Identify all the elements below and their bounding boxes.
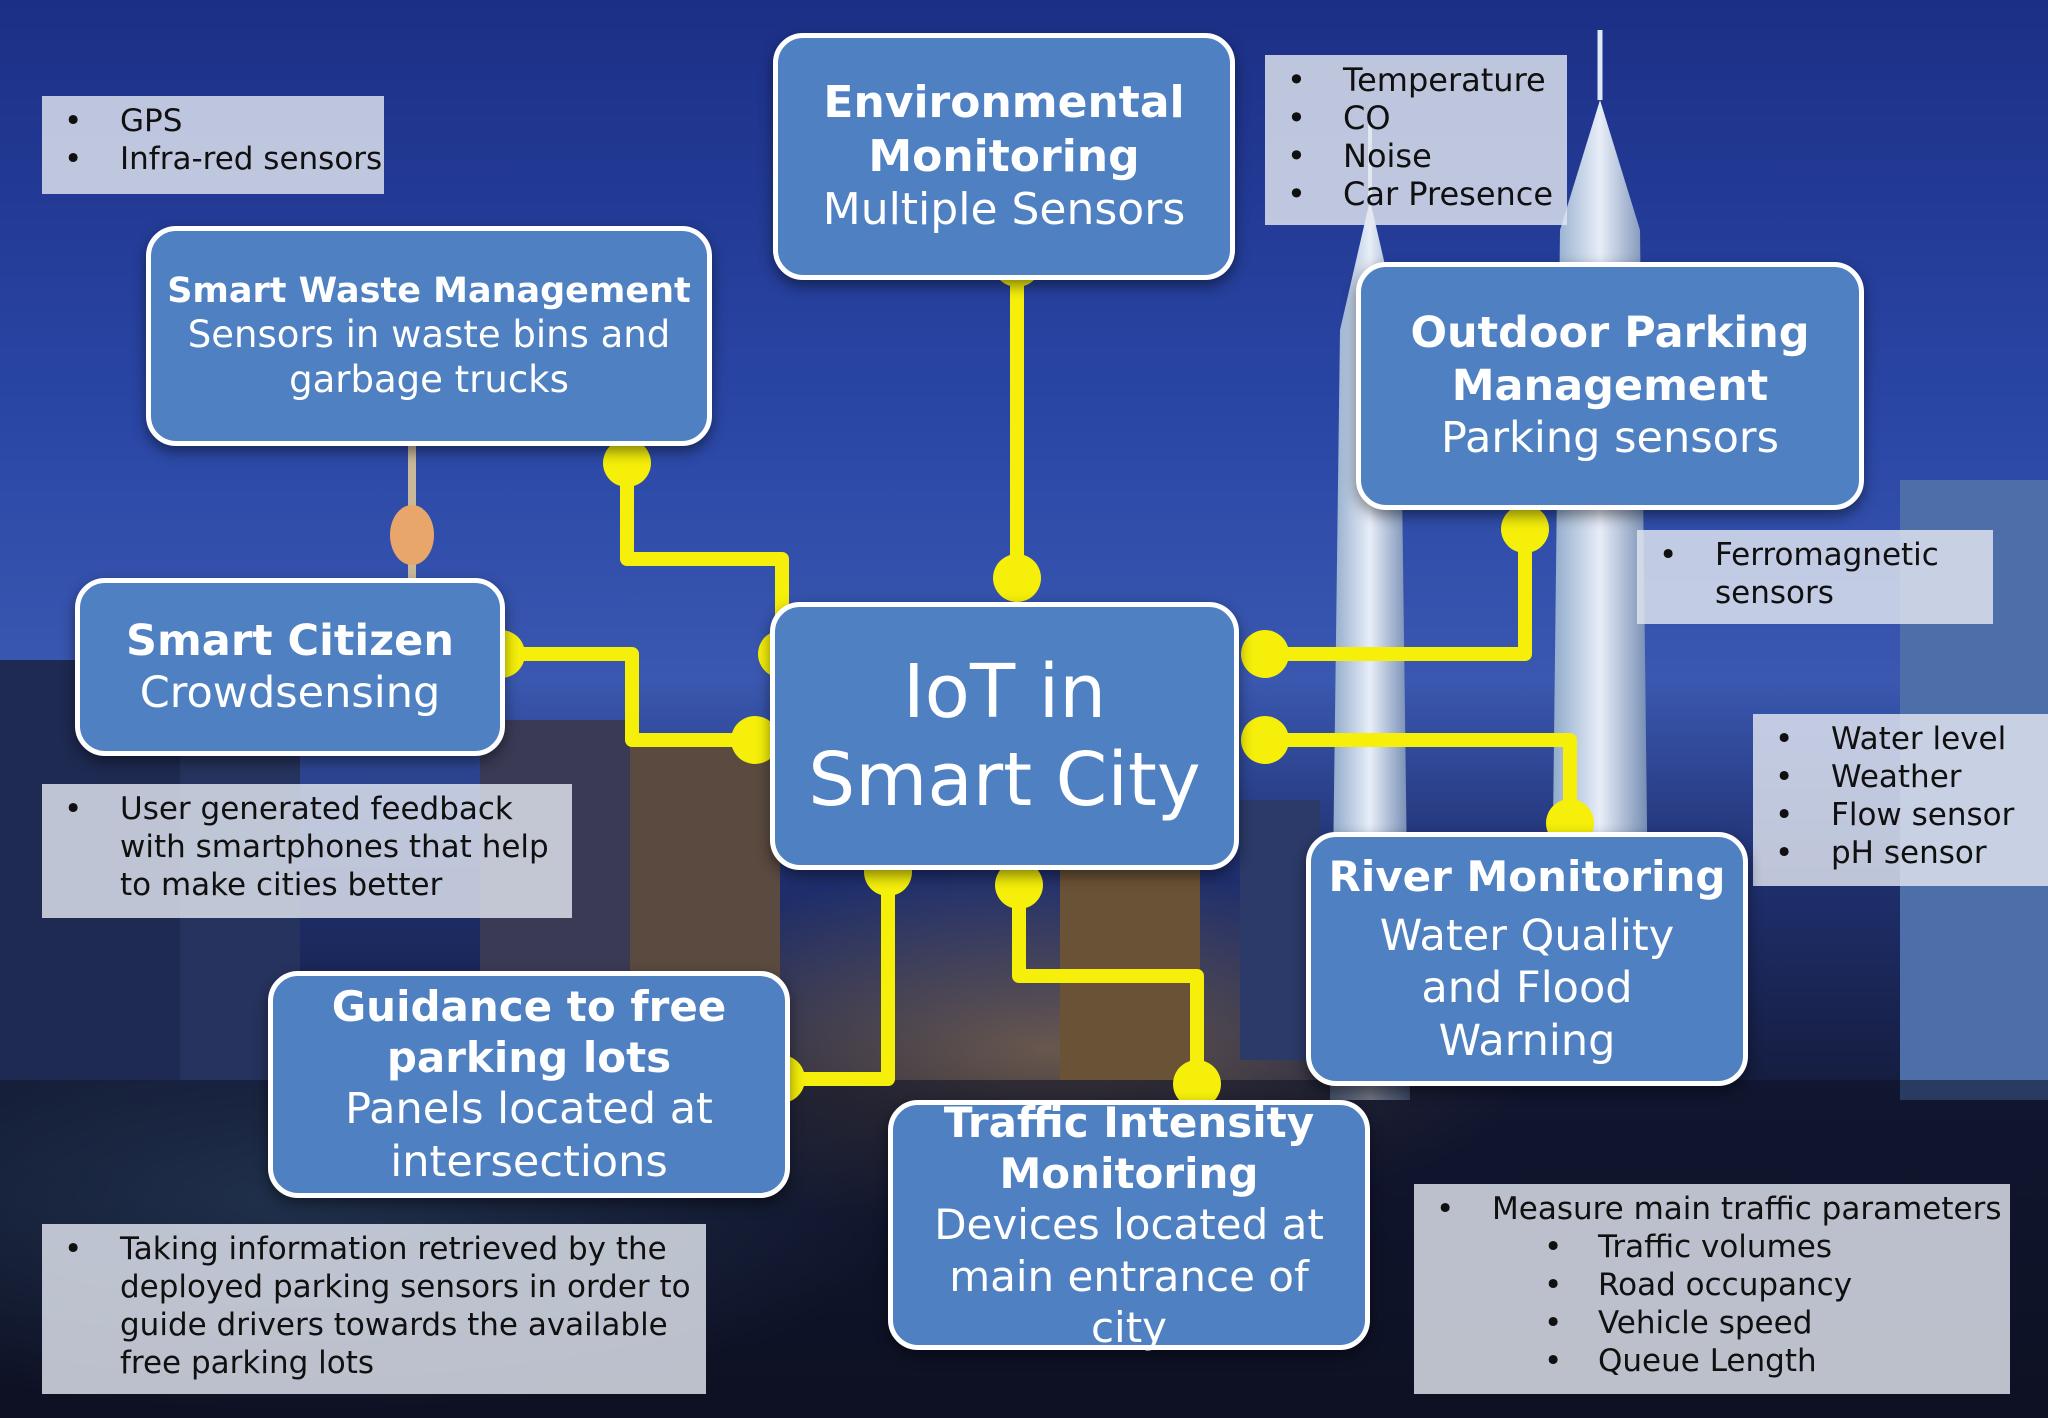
note-line: User generated feedback [120,791,513,827]
note-item: Ferromagnetic sensors [1651,536,1979,612]
connector-dot [603,439,651,487]
node-subtitle-line: Panels located at [345,1084,713,1134]
node-title: Environmental Monitoring [823,76,1184,183]
connector-citizen [501,654,755,740]
node-subtitle-line: Sensors in waste bins and [188,313,670,356]
node-subtitle-line: Water Quality [1380,911,1674,961]
node-subtitle-line: city [1091,1303,1167,1352]
node-subtitle-line: garbage trucks [289,358,569,401]
note-line: with smartphones that help [120,829,549,865]
node-subtitle-line: Warning [1439,1016,1616,1066]
node-subtitle: Sensors in waste bins and garbage trucks [188,312,670,402]
node-title-line: Environmental [823,77,1184,128]
note-subitem: Road occupancy [1428,1266,1996,1304]
node-environmental-monitoring: Environmental Monitoring Multiple Sensor… [773,33,1235,280]
note-item: Temperature [1279,61,1553,99]
node-title-line: parking lots [387,1033,671,1082]
node-subtitle: Multiple Sensors [823,183,1186,237]
node-subtitle-line: Devices located at [934,1200,1324,1249]
note-gps: GPS Infra-red sensors [42,96,384,194]
note-item: Measure main traffic parameters [1428,1190,1996,1228]
note-item: Taking information retrieved by the depl… [56,1230,692,1382]
connector-traffic [1019,885,1197,1084]
note-item: GPS [56,102,370,140]
node-title: Guidance to free parking lots [332,981,727,1083]
connector-dot [993,554,1041,602]
node-title: Smart Citizen [126,615,454,667]
node-smart-citizen: Smart Citizen Crowdsensing [75,578,505,756]
note-line: free parking lots [120,1345,374,1381]
center-title: IoT in Smart City [808,648,1200,824]
note-river-sensors: Water level Weather Flow sensor pH senso… [1753,714,2048,886]
note-subitem: Vehicle speed [1428,1304,1996,1342]
note-item: Water level [1767,720,2034,758]
connector-dot [1501,505,1549,553]
node-title-line: Management [1452,361,1769,411]
note-item: User generated feedback with smartphones… [56,790,558,904]
note-line: to make cities better [120,867,442,903]
note-citizen-feedback: User generated feedback with smartphones… [42,784,572,918]
note-subitem: Traffic volumes [1428,1228,1996,1266]
node-subtitle: Panels located at intersections [345,1083,713,1188]
connector-dot [1241,630,1289,678]
note-traffic-parameters: Measure main traffic parameters Traffic … [1414,1184,2010,1394]
node-subtitle: Crowdsensing [140,667,441,719]
node-title: Outdoor Parking Management [1410,307,1809,412]
node-title-line: Guidance to free [332,982,727,1031]
note-line: Ferromagnetic [1715,537,1939,573]
node-title: Smart Waste Management [167,270,691,313]
node-title-line: Monitoring [1000,1149,1259,1198]
node-title: River Monitoring [1329,851,1726,902]
node-subtitle: Parking sensors [1441,412,1779,464]
node-title-line: Monitoring [868,131,1139,182]
note-subitem: Queue Length [1428,1342,1996,1380]
node-title: Traffic Intensity Monitoring [944,1097,1314,1199]
note-item: Weather [1767,758,2034,796]
node-title-line: Outdoor Parking [1410,308,1809,358]
note-item: Flow sensor [1767,796,2034,834]
node-subtitle-line: main entrance of [949,1252,1309,1301]
note-line: guide drivers towards the available [120,1307,668,1343]
note-line: sensors [1715,575,1834,611]
node-subtitle-line: intersections [390,1137,667,1187]
note-item: Infra-red sensors [56,140,370,178]
note-item: Car Presence [1279,175,1553,213]
note-line: deployed parking sensors in order to [120,1269,691,1305]
note-environment-sensors: Temperature CO Noise Car Presence [1265,55,1567,225]
node-subtitle: Devices located at main entrance of city [934,1199,1324,1353]
note-item: Noise [1279,137,1553,175]
connector-river [1265,740,1570,823]
node-guidance-free-parking: Guidance to free parking lots Panels loc… [268,971,790,1198]
note-item: CO [1279,99,1553,137]
node-traffic-intensity-monitoring: Traffic Intensity Monitoring Devices loc… [888,1100,1370,1350]
center-title-line: IoT in [903,649,1106,735]
connector-outdoor-parking [1265,529,1525,654]
node-subtitle: Water Quality and Flood Warning [1380,910,1674,1067]
node-iot-smart-city: IoT in Smart City [770,602,1239,870]
node-title-line: Traffic Intensity [944,1098,1314,1147]
connector-dot [1241,716,1289,764]
note-ferromagnetic: Ferromagnetic sensors [1637,530,1993,624]
node-outdoor-parking-management: Outdoor Parking Management Parking senso… [1356,262,1864,510]
center-title-line: Smart City [808,737,1200,823]
note-line: Taking information retrieved by the [120,1231,667,1267]
node-subtitle-line: and Flood [1421,963,1632,1013]
note-guidance-description: Taking information retrieved by the depl… [42,1224,706,1394]
note-item: pH sensor [1767,834,2034,872]
node-river-monitoring: River Monitoring Water Quality and Flood… [1306,832,1748,1086]
connector-waste [627,463,782,654]
node-smart-waste-management: Smart Waste Management Sensors in waste … [146,226,712,446]
connector-guidance [781,872,888,1079]
